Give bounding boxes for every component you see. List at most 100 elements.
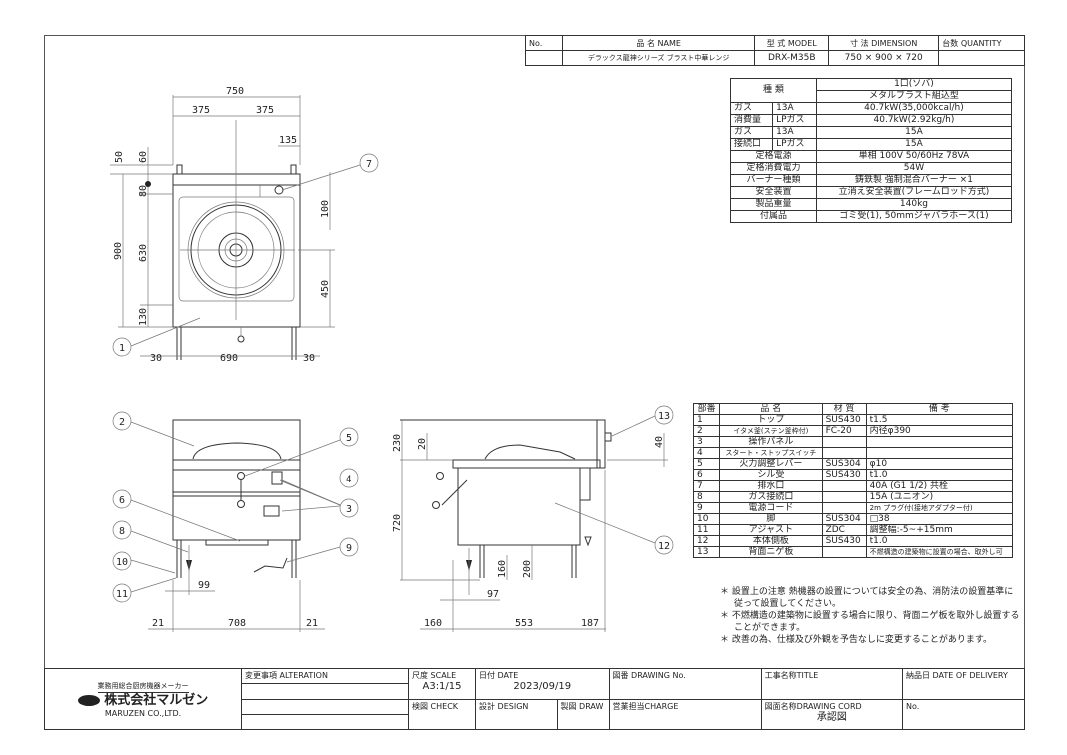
- part-name: トップ: [719, 414, 823, 426]
- note-item: ＊ 設置上の注意 熱機器の設置については安全の為、消防法の設置基準に従って設置し…: [720, 586, 1020, 610]
- spec-row-value: 鋳鉄製 強制混合バーナー ×1: [815, 174, 1013, 187]
- note-text: 不燃構造の建築物に設置する場合に限り、背面ニゲ板を取外し設置することができます。: [731, 611, 1020, 633]
- company-logo-cell: 業務用総合厨房機器メーカー 株式会社マルゼン MARUZEN CO.,LTD.: [44, 668, 242, 730]
- dim-99: 99: [198, 580, 210, 591]
- spec-row: 安全装置立消え安全装置(フレームロッド方式): [730, 186, 1013, 199]
- balloon-4-shown: [281, 480, 341, 506]
- dim-720: 720: [392, 514, 403, 532]
- gas-consumption-label-2: 消費量: [729, 114, 774, 127]
- spec-type-value-1: 1口(ソバ): [815, 78, 1013, 91]
- spec-row-label: 付属品: [730, 210, 817, 223]
- header-table: No. 品 名 NAME 型 式 MODEL 寸 法 DIMENSION 台数 …: [525, 35, 1025, 66]
- part-remarks: φ10: [865, 458, 1014, 470]
- dim-708: 708: [228, 618, 246, 629]
- dim-30-right: 30: [303, 353, 315, 364]
- part-material: FC-20: [821, 425, 867, 437]
- consumption-lp: 40.7kW(2.92kg/h): [815, 114, 1013, 127]
- note-item: ＊ 改善の為、仕様及び外観を予告なしに変更することがあります。: [720, 634, 1020, 646]
- part-no: 8: [692, 491, 721, 503]
- parts-header-no: 部番: [692, 403, 721, 415]
- dim-97: 97: [487, 589, 499, 600]
- spec-type-value-2: メタルブラスト組込型: [815, 90, 1013, 103]
- maker-tagline: 業務用総合厨房機器メーカー: [97, 681, 189, 693]
- part-remarks: 2m プラグ付(接地アダプター付): [865, 502, 1014, 514]
- part-material: SUS304: [821, 458, 867, 470]
- part-no: 3: [692, 436, 721, 448]
- note-text: 改善の為、仕様及び外観を予告なしに変更することがあります。: [731, 635, 992, 645]
- part-name: ガス接続口: [719, 491, 823, 503]
- part-no: 11: [692, 524, 721, 536]
- dim-40: 40: [654, 436, 665, 448]
- dim-375-right: 375: [256, 105, 274, 116]
- part-name: 火力調整レバー: [719, 458, 823, 470]
- part-remarks: 40A (G1 1/2) 共栓: [865, 480, 1014, 492]
- part-material: [821, 480, 867, 492]
- part-remarks: t1.0: [865, 535, 1014, 547]
- notes: ＊ 設置上の注意 熱機器の設置については安全の為、消防法の設置基準に従って設置し…: [720, 586, 1020, 646]
- part-no: 4: [692, 447, 721, 459]
- spec-row-label: 製品重量: [730, 198, 817, 211]
- drawing-cord-label: 図面名称DRAWING CORD: [764, 701, 862, 711]
- note-text: 設置上の注意 熱機器の設置については安全の為、消防法の設置基準に従って設置してく…: [731, 587, 1014, 609]
- spec-row: 付属品ゴミ受(1), 50mmジャバラホース(1): [730, 210, 1013, 223]
- alteration-row: [241, 698, 409, 715]
- parts-header-name: 品 名: [719, 403, 823, 415]
- dim-750: 750: [226, 86, 244, 97]
- part-material: SUS430: [821, 535, 867, 547]
- balloon-10: 10: [116, 557, 128, 568]
- dim-30-left: 30: [150, 353, 162, 364]
- balloon-12: 12: [658, 541, 670, 552]
- spec-row-value: 140kg: [815, 198, 1013, 211]
- model-label: 型 式 MODEL: [754, 35, 830, 51]
- gas-connection-label: ガス: [729, 126, 774, 139]
- part-name: アジャスト: [719, 524, 823, 536]
- part-name: 脚: [719, 513, 823, 525]
- spec-row-value: 54W: [815, 162, 1013, 175]
- part-name: 操作パネル: [719, 436, 823, 448]
- part-no: 5: [692, 458, 721, 470]
- product-quantity: [938, 50, 1025, 66]
- note-bullet: ＊: [720, 587, 730, 597]
- dim-187: 187: [581, 618, 599, 629]
- product-model: DRX-M35B: [754, 50, 830, 66]
- spec-table: 種 類 1口(ソバ) メタルブラスト組込型 ガス 13A 40.7kW(35,0…: [729, 78, 1013, 223]
- dim-20: 20: [417, 438, 428, 450]
- company-name-en: MARUZEN CO.,LTD.: [104, 708, 182, 718]
- balloon-2: 2: [119, 417, 125, 428]
- dim-135: 135: [279, 135, 297, 146]
- part-material: SUS430: [821, 469, 867, 481]
- spec-row: 定格電源単相 100V 50/60Hz 78VA: [730, 150, 1013, 163]
- dim-553: 553: [515, 618, 533, 629]
- spec-row-value: ゴミ受(1), 50mmジャバラホース(1): [815, 210, 1013, 223]
- parts-header-remarks: 備 考: [865, 403, 1014, 415]
- alteration-row: [241, 683, 409, 700]
- logo-mark-icon: [77, 694, 100, 706]
- no-value: [525, 50, 563, 66]
- part-remarks: t1.0: [865, 469, 1014, 481]
- part-no: 1: [692, 414, 721, 426]
- part-material: [821, 502, 867, 514]
- part-remarks: [865, 447, 1014, 459]
- part-material: [821, 546, 867, 558]
- front-view: 99 21 708 21: [148, 419, 325, 632]
- side-view: 230 20 40 720 160 200 97 160 553 187: [392, 419, 668, 632]
- part-material: ZDC: [821, 524, 867, 536]
- balloon-11: 11: [116, 589, 128, 600]
- part-name: イタメ釜(ステン釜枠付): [719, 425, 823, 437]
- part-remarks: t1.5: [865, 414, 1014, 426]
- dim-100: 100: [320, 200, 331, 218]
- product-name: デラックス龍神シリーズ ブラスト中華レンジ: [561, 50, 756, 66]
- balloon-13: 13: [658, 411, 670, 422]
- part-no: 10: [692, 513, 721, 525]
